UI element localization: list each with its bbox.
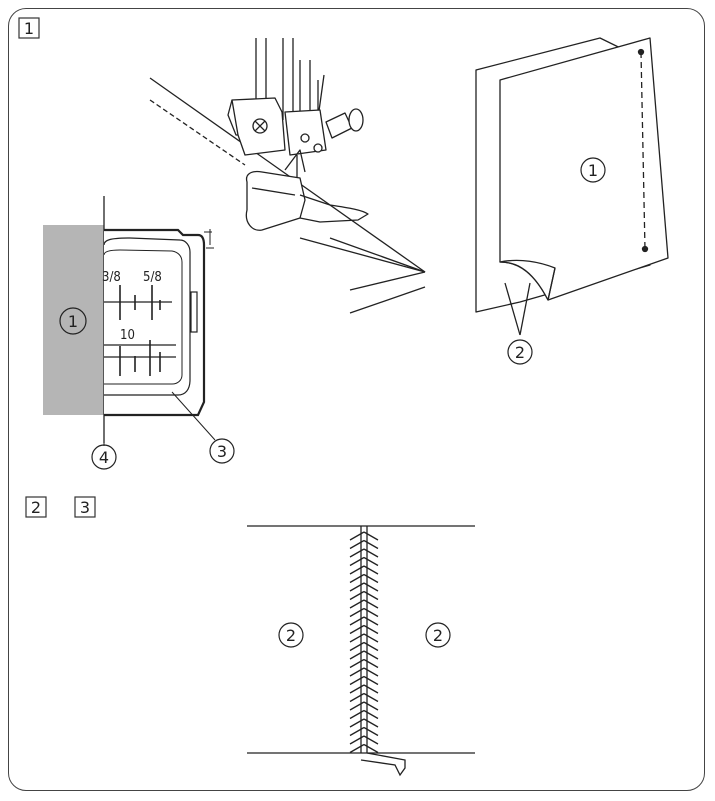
- step-2-box: 2: [25, 496, 47, 518]
- folded-fabric-illustration: [475, 37, 669, 336]
- zigzag-seam-illustration: [247, 525, 475, 777]
- svg-text:2: 2: [433, 626, 443, 645]
- svg-text:2: 2: [286, 626, 296, 645]
- seam-guide-illustration: 3/8 5/8 10: [43, 196, 216, 443]
- callout-guide-fabric: 1: [59, 307, 87, 335]
- zigzag-stitches: [349, 531, 379, 754]
- svg-text:4: 4: [99, 448, 109, 467]
- presser-foot-illustration: [149, 38, 426, 314]
- guide-fabric-shade: [43, 225, 104, 415]
- callout-guide-plate: 3: [209, 438, 235, 464]
- svg-text:2: 2: [515, 343, 525, 362]
- diagram-frame: [8, 8, 705, 791]
- callout-guide-marker: 4: [91, 443, 117, 470]
- callout-seam-right: 2: [425, 622, 451, 648]
- callout-folded-layers: 2: [507, 339, 533, 365]
- mark-5-8-label: 5/8: [143, 270, 162, 285]
- step-2-number: 2: [31, 498, 41, 517]
- mark-3-8-label: 3/8: [102, 270, 121, 285]
- step-3-number: 3: [80, 498, 90, 517]
- step-3-box: 3: [74, 496, 96, 518]
- svg-text:1: 1: [68, 312, 78, 331]
- step-1-number: 1: [24, 19, 34, 38]
- svg-text:3: 3: [217, 442, 227, 461]
- svg-text:1: 1: [588, 161, 598, 180]
- callout-folded-fabric: 1: [580, 157, 606, 183]
- mark-10-label: 10: [120, 328, 135, 343]
- callout-seam-left: 2: [278, 622, 304, 648]
- step-1-box: 1: [18, 17, 40, 39]
